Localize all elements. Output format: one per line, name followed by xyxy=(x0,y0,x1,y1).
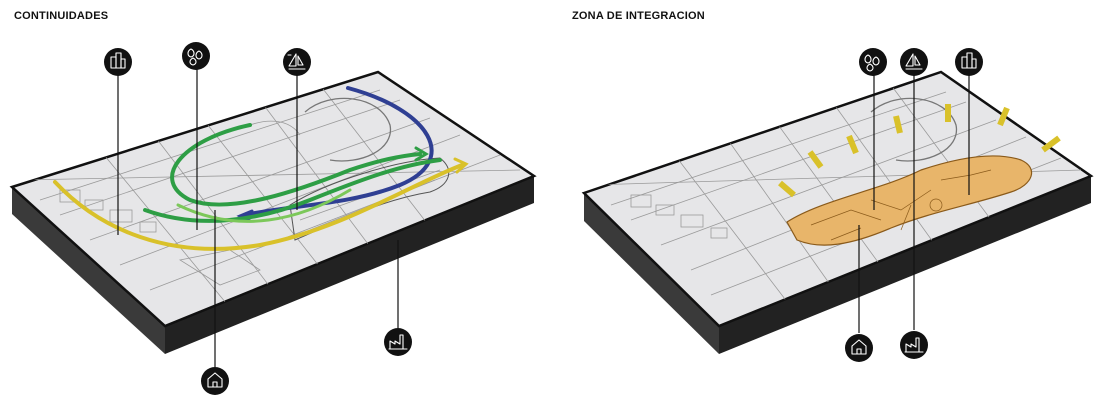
block-side-left xyxy=(584,193,719,354)
continuidades-diagram xyxy=(9,42,537,395)
park-icon xyxy=(845,334,873,362)
block-side-left xyxy=(12,187,165,354)
green-arrow-light xyxy=(176,188,352,223)
yellow-arrow xyxy=(53,163,464,251)
continuity-arrows xyxy=(53,86,469,251)
green-arrow-upper-head xyxy=(414,146,429,162)
buildings-icon xyxy=(104,48,132,76)
zona-integracion-diagram xyxy=(581,48,1094,362)
green-arrow-upper xyxy=(170,123,422,207)
block-side-front xyxy=(165,176,534,354)
panel-title-continuidades: CONTINUIDADES xyxy=(14,10,109,22)
sailboat-icon xyxy=(900,48,928,76)
trees-icon xyxy=(859,48,887,76)
trees-icon xyxy=(182,42,210,70)
industry-icon xyxy=(900,331,928,359)
sailboat-icon xyxy=(283,48,311,76)
integration-zone xyxy=(786,155,1033,246)
buildings-icon xyxy=(955,48,983,76)
industry-icon xyxy=(384,328,412,356)
terrain-top xyxy=(9,70,537,328)
block-side-front xyxy=(719,176,1091,354)
green-arrow-lower xyxy=(143,158,442,223)
integration-zone-detail xyxy=(810,169,992,241)
integration-rays xyxy=(778,104,1061,198)
panel-title-zona-integracion: ZONA DE INTEGRACION xyxy=(572,10,705,22)
leader-lines xyxy=(117,68,399,367)
yellow-arrow-head xyxy=(453,157,469,174)
leader-lines xyxy=(858,75,970,333)
park-icon xyxy=(201,367,229,395)
